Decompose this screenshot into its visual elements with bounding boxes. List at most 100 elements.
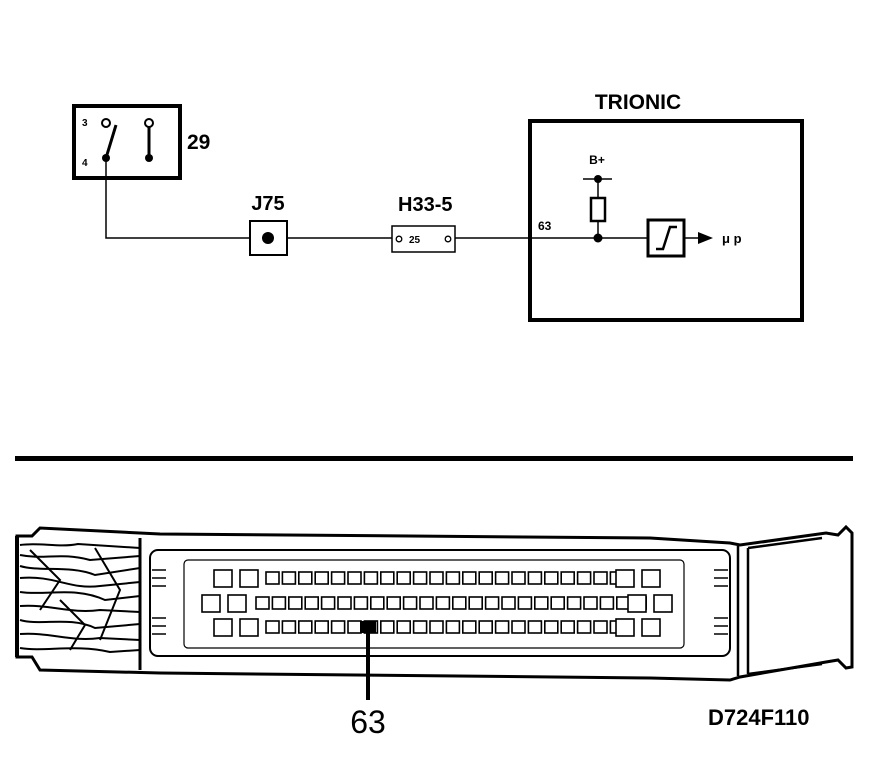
pin-r1-17 xyxy=(527,571,543,585)
pin-r3-1 xyxy=(265,620,280,634)
pin-r3-16 xyxy=(511,620,526,634)
pin-r3-12 xyxy=(445,620,461,634)
pin-r3-5 xyxy=(330,620,346,634)
pin-r2-4 xyxy=(304,596,320,610)
power-pin-5 xyxy=(201,594,221,613)
h33-pin-left xyxy=(395,235,403,243)
switch-right-contact-top xyxy=(144,118,154,128)
buffer-symbol xyxy=(656,225,677,251)
pin-r3-17 xyxy=(527,620,543,634)
pin-r1-15 xyxy=(494,571,510,585)
pin-r3-3 xyxy=(297,620,313,634)
connector-h33-5: 25 H33-5 xyxy=(391,194,456,253)
power-pin-12 xyxy=(653,594,673,613)
h33-pin-label: 25 xyxy=(409,235,421,246)
power-pin-7 xyxy=(615,569,635,588)
switch-ref-label: 29 xyxy=(187,131,210,154)
pin-r3-20 xyxy=(576,620,592,634)
housing-tail xyxy=(736,536,823,676)
pin-r2-7 xyxy=(353,596,369,610)
h33-pin-right xyxy=(444,235,452,243)
pin-r3-9 xyxy=(396,620,412,634)
pin-r3-10 xyxy=(412,620,428,634)
pin-r3-15 xyxy=(494,620,510,634)
pin-r2-16 xyxy=(501,596,516,610)
pin-r2-5 xyxy=(320,596,336,610)
pin-r3-13 xyxy=(461,620,477,634)
h33-box xyxy=(391,225,456,253)
pin-r1-5 xyxy=(330,571,346,585)
pin-r2-17 xyxy=(517,596,533,610)
pin-r2-3 xyxy=(287,596,303,610)
switch-arm xyxy=(104,124,118,159)
pin-r1-16 xyxy=(511,571,526,585)
pin-r2-19 xyxy=(550,596,566,610)
power-pin-8 xyxy=(641,569,661,588)
j75-label: J75 xyxy=(251,193,284,215)
power-pin-10 xyxy=(641,618,661,637)
pin-r2-14 xyxy=(468,596,484,610)
pin-r3-18 xyxy=(543,620,559,634)
pin-r1-20 xyxy=(576,571,592,585)
pin-r2-10 xyxy=(402,596,418,610)
switch-pin-4-label: 4 xyxy=(82,158,88,169)
j75-box xyxy=(249,220,288,256)
pin-r3-8 xyxy=(379,620,395,634)
pin-r3-19 xyxy=(560,620,576,634)
latch-ribs-left xyxy=(152,569,166,635)
pin-r3-14 xyxy=(478,620,494,634)
switch-pin-3-label: 3 xyxy=(82,118,88,129)
pin-callout-label: 63 xyxy=(350,704,386,740)
pin-r1-11 xyxy=(429,571,444,585)
pin-r3-6 xyxy=(347,620,362,634)
pin-r1-21 xyxy=(593,571,608,585)
pin-r1-4 xyxy=(314,571,330,585)
switch-box xyxy=(72,104,182,180)
pullup-resistor xyxy=(589,196,607,223)
pin-r1-19 xyxy=(560,571,576,585)
pin-r1-2 xyxy=(281,571,297,585)
pin-r2-22 xyxy=(599,596,615,610)
ecu-title: TRIONIC xyxy=(595,91,681,114)
pin-r1-12 xyxy=(445,571,461,585)
ecu-box xyxy=(528,119,804,322)
switch-right-contact-bottom xyxy=(145,154,153,162)
pin-r2-13 xyxy=(451,596,467,610)
ground-point-j75: J75 xyxy=(249,193,288,256)
pin-r3-4 xyxy=(314,620,330,634)
pin-r2-11 xyxy=(419,596,434,610)
h33-label: H33-5 xyxy=(398,194,452,216)
section-divider xyxy=(15,456,853,461)
pin-r2-18 xyxy=(533,596,549,610)
power-pin-11 xyxy=(627,594,647,613)
pin-63-highlight xyxy=(360,621,376,633)
cable-bundle xyxy=(19,542,141,654)
pin-r3-11 xyxy=(429,620,444,634)
pin-r2-8 xyxy=(369,596,385,610)
pin-r1-9 xyxy=(396,571,412,585)
pin-r2-21 xyxy=(583,596,598,610)
power-pin-3 xyxy=(213,618,233,637)
ecu-trionic: TRIONIC 63 B+ μ p xyxy=(528,91,804,322)
pin-r1-1 xyxy=(265,571,280,585)
junction-node xyxy=(593,233,603,243)
pin-r2-20 xyxy=(566,596,582,610)
pin-r3-2 xyxy=(281,620,297,634)
j75-dot xyxy=(262,232,274,244)
pin-r2-1 xyxy=(255,596,270,610)
latch-ribs-right xyxy=(714,569,728,635)
power-pin-4 xyxy=(239,618,259,637)
wire-switch-to-j75 xyxy=(105,158,250,239)
power-pin-6 xyxy=(227,594,247,613)
pin-r2-12 xyxy=(435,596,451,610)
switch-contact-3 xyxy=(101,118,111,128)
pin-r2-6 xyxy=(337,596,352,610)
switch-29: 3 4 29 xyxy=(72,104,210,180)
ecu-connector-view: 63 D724F110 xyxy=(15,524,854,740)
pin-r1-7 xyxy=(363,571,379,585)
pin-r1-6 xyxy=(347,571,362,585)
output-arrow xyxy=(698,232,713,244)
power-pin-9 xyxy=(615,618,635,637)
pin-r1-3 xyxy=(297,571,313,585)
pin-grid xyxy=(201,569,673,637)
